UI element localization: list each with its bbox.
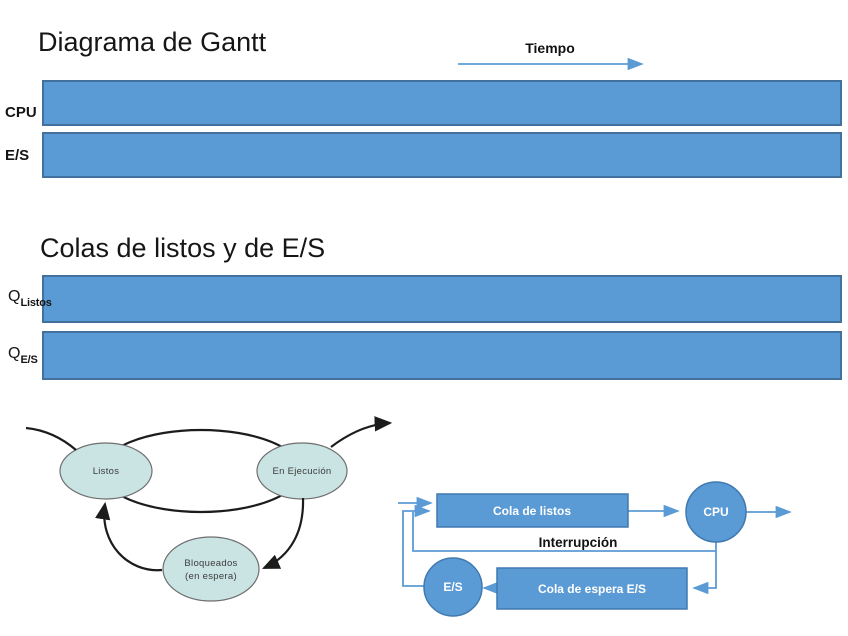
gantt-row-label-cpu: CPU (5, 104, 37, 121)
gantt-bar-cpu (42, 80, 842, 126)
interrupt-label: Interrupción (539, 535, 618, 550)
time-axis-label: Tiempo (525, 40, 575, 56)
state-label-ready: Listos (93, 466, 120, 477)
queue-subscript: Listos (20, 297, 52, 309)
blocked-to-ready-arrow (95, 501, 163, 572)
queue-symbol: Q (8, 288, 21, 305)
exit-process-arrow (330, 416, 393, 448)
gantt-row-label-es: E/S (5, 147, 30, 164)
incoming-process-arrow (25, 426, 77, 451)
state-node-blocked (162, 536, 260, 602)
queues-title: Colas de listos y de E/S (40, 233, 326, 263)
state-node-running (256, 442, 348, 500)
state-node-ready (59, 442, 153, 500)
ready-queue-label: Cola de listos (493, 504, 571, 518)
gantt-bar-es (42, 132, 842, 178)
io-wait-queue-label: Cola de espera E/S (538, 582, 646, 596)
ready-running-cycle-arc (99, 428, 303, 514)
io-device-label: E/S (443, 580, 462, 594)
cpu-circle (685, 481, 747, 543)
running-to-blocked-arrow (261, 497, 305, 570)
io-wait-queue-box (496, 567, 688, 610)
ready-queue-box (436, 493, 629, 528)
gantt-title: Diagrama de Gantt (38, 27, 267, 57)
queue-label-es: QE/S (8, 345, 38, 366)
interrupt-return-line (412, 512, 716, 552)
state-label-blocked-line2: (en espera) (185, 571, 237, 582)
queue-symbol: Q (8, 345, 21, 362)
queue-bar-ready (42, 275, 842, 323)
state-label-running: En Ejecución (272, 466, 331, 477)
io-return-line (402, 504, 431, 587)
state-label-blocked-line1: Bloqueados (184, 558, 237, 569)
io-device-circle (423, 557, 483, 617)
cpu-to-wait-queue-arrow (692, 542, 717, 595)
queue-bar-es (42, 331, 842, 380)
cpu-label: CPU (703, 505, 728, 519)
queue-label-ready: QListos (8, 288, 52, 309)
queue-subscript: E/S (20, 354, 38, 366)
